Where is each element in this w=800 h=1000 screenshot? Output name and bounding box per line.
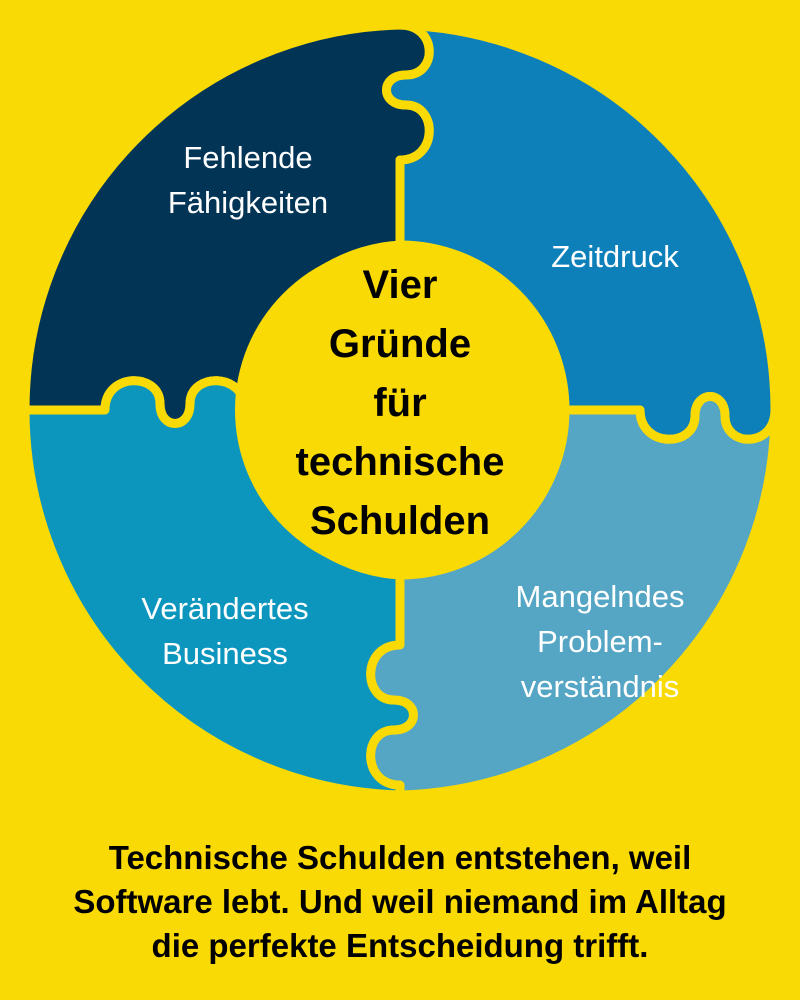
piece-label-line: verständnis	[521, 669, 680, 704]
piece-label-line: Problem-	[537, 624, 663, 659]
piece-shape-bottom-right	[366, 392, 780, 800]
center-title-line: technische	[296, 440, 505, 484]
piece-label-zeitdruck: Zeitdruck	[551, 239, 679, 274]
caption-line: Technische Schulden entstehen, weil	[109, 839, 692, 876]
puzzle-ring	[20, 20, 780, 800]
caption-line: Software lebt. Und weil niemand im Allta…	[73, 883, 726, 920]
center-title-line: Vier	[363, 263, 438, 307]
piece-label-line: Fehlende	[183, 140, 312, 175]
piece-label-line: Verändertes	[141, 591, 308, 626]
piece-label-veraendertes-business: Verändertes Business	[141, 591, 308, 671]
center-circle	[235, 245, 565, 575]
piece-label-fehlende-faehigkeiten: Fehlende Fähigkeiten	[168, 140, 328, 220]
center-title-line: Schulden	[310, 499, 490, 543]
piece-label-mangelndes-problemverstaendnis: Mangelndes Problem- verständnis	[516, 579, 685, 704]
center-title: Vier Gründe für technische Schulden	[296, 263, 505, 543]
piece-label-line: Fähigkeiten	[168, 185, 328, 220]
center-title-line: Gründe	[329, 322, 471, 366]
piece-mangelndes-problemverstaendnis[interactable]	[366, 392, 780, 800]
piece-label-line: Business	[162, 636, 288, 671]
center-title-line: für	[373, 381, 426, 425]
caption: Technische Schulden entstehen, weil Soft…	[73, 839, 726, 964]
piece-label-line: Zeitdruck	[551, 239, 679, 274]
piece-label-line: Mangelndes	[516, 579, 685, 614]
caption-line: die perfekte Entscheidung trifft.	[152, 927, 649, 964]
